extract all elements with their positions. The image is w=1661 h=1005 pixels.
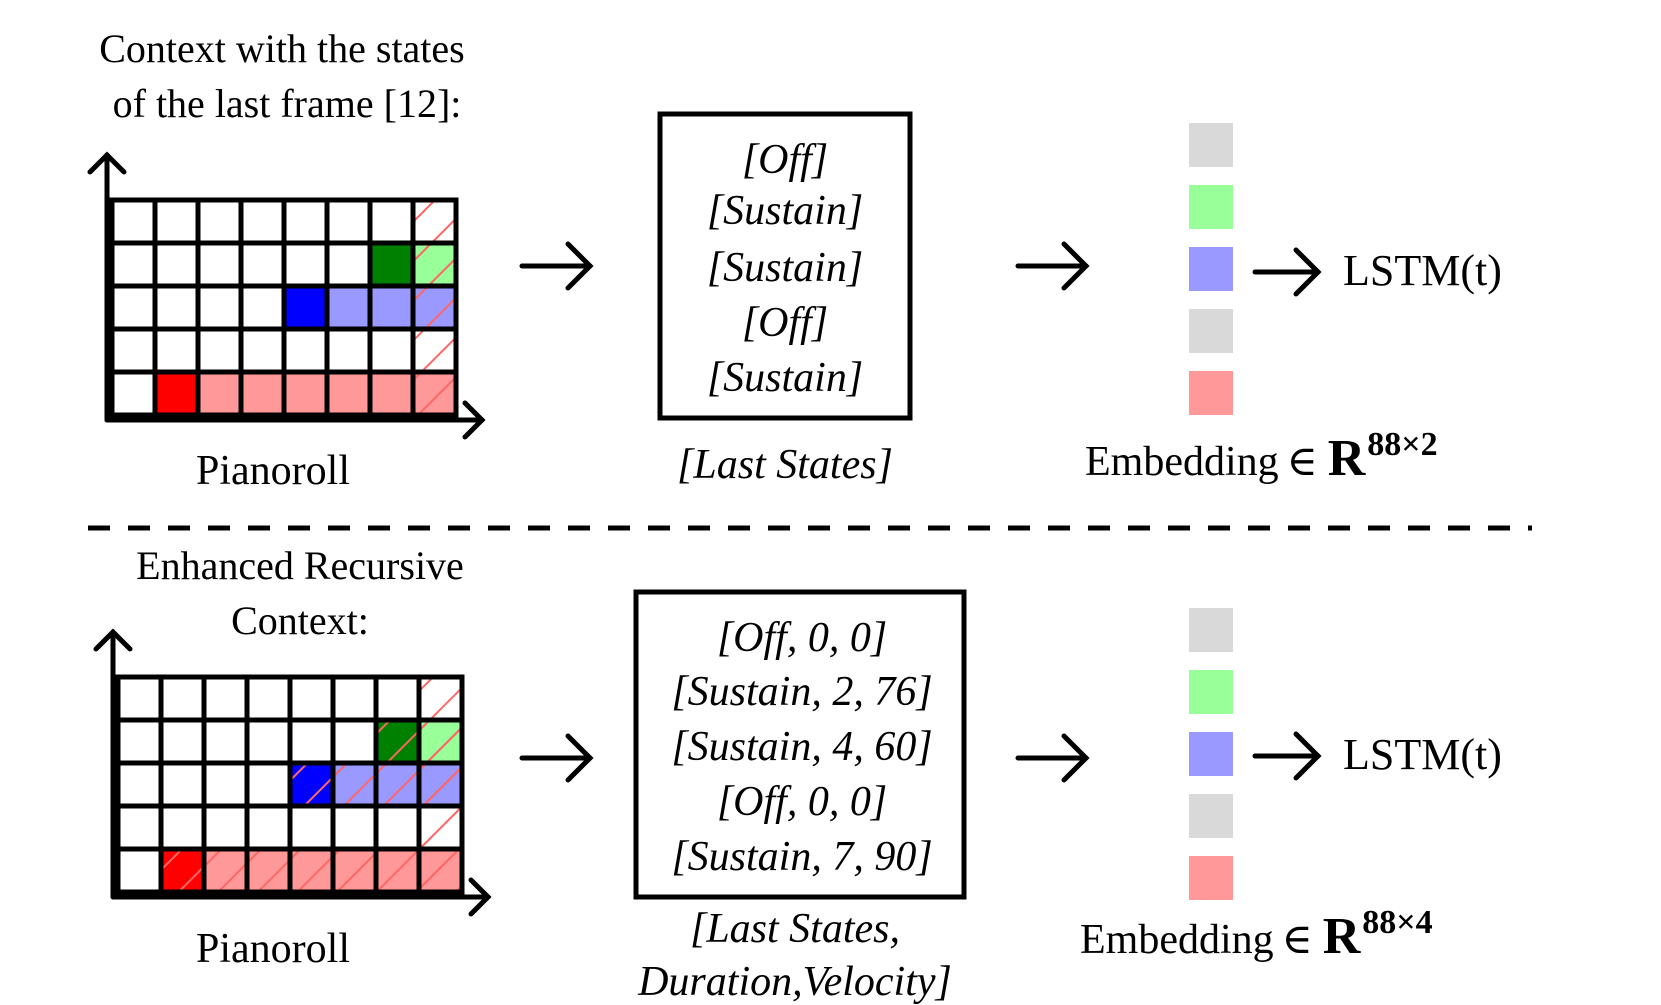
note-cell-onset <box>155 372 198 415</box>
bottom-states-box <box>633 589 967 900</box>
top-states-caption: [Last States] <box>677 442 893 488</box>
embedding-cell <box>1189 123 1233 167</box>
state-item: [Off] <box>742 137 828 183</box>
state-item: [Off] <box>742 300 828 346</box>
bottom-states-list: [Off, 0, 0] [Sustain, 2, 76] [Sustain, 4… <box>671 615 932 880</box>
bottom-hatch <box>161 677 462 892</box>
bottom-lstm-label: LSTM(t) <box>1343 730 1502 779</box>
bottom-title-line-1: Enhanced Recursive <box>136 543 464 588</box>
top-title-line-1: Context with the states <box>99 26 465 71</box>
embedding-cell <box>1189 309 1233 353</box>
bottom-grid-lines <box>115 674 465 895</box>
state-item: [Off, 0, 0] <box>717 615 887 661</box>
embedding-cell <box>1189 608 1233 652</box>
arrow-right-icon <box>1252 247 1322 297</box>
state-item: [Sustain, 4, 60] <box>671 724 932 770</box>
bottom-section: Enhanced Recursive Context: <box>93 543 1502 1005</box>
top-section: Context with the states of the last fram… <box>87 26 1502 494</box>
state-item: [Sustain] <box>707 188 863 234</box>
bottom-pianoroll <box>93 628 492 917</box>
top-axes <box>87 151 486 440</box>
last-frame-hatch <box>413 200 456 415</box>
bottom-states-caption-line-1: [Last States, <box>690 906 900 952</box>
top-embedding-vector <box>1189 123 1233 415</box>
note-cell-onset <box>284 286 327 329</box>
state-item: [Sustain, 2, 76] <box>671 669 932 715</box>
bottom-title-line-2: Context: <box>231 598 369 643</box>
state-item: [Sustain] <box>707 245 863 291</box>
top-pianoroll-label: Pianoroll <box>196 448 350 494</box>
embedding-cell <box>1189 794 1233 838</box>
bottom-embedding-label: Embedding∈R88×4 <box>1080 904 1433 965</box>
state-item: [Sustain, 7, 90] <box>671 834 932 880</box>
top-states-list: [Off] [Sustain] [Sustain] [Off] [Sustain… <box>707 137 863 401</box>
embedding-cell <box>1189 670 1233 714</box>
top-embedding-label: Embedding∈R88×2 <box>1085 426 1438 487</box>
arrow-right-icon <box>1015 241 1090 291</box>
embedding-cell <box>1189 732 1233 776</box>
bottom-pianoroll-label: Pianoroll <box>196 926 350 972</box>
top-grid-lines <box>109 197 459 418</box>
arrow-right-icon <box>1252 731 1322 781</box>
arrow-right-icon <box>519 241 594 291</box>
arrow-right-icon <box>519 733 594 783</box>
top-states-box <box>657 111 913 421</box>
embedding-cell <box>1189 185 1233 229</box>
top-lstm-label: LSTM(t) <box>1343 246 1502 295</box>
state-item: [Sustain] <box>707 355 863 401</box>
arrow-right-icon <box>1015 733 1090 783</box>
state-item: [Off, 0, 0] <box>717 779 887 825</box>
top-title-line-2: of the last frame [12]: <box>113 81 462 126</box>
note-cell-onset <box>370 243 413 286</box>
top-pianoroll <box>87 151 486 440</box>
bottom-axes <box>93 628 492 917</box>
embedding-cell <box>1189 371 1233 415</box>
embedding-cell <box>1189 856 1233 900</box>
bottom-embedding-vector <box>1189 608 1233 900</box>
embedding-cell <box>1189 247 1233 291</box>
bottom-states-caption-line-2: Duration,Velocity] <box>637 959 952 1005</box>
